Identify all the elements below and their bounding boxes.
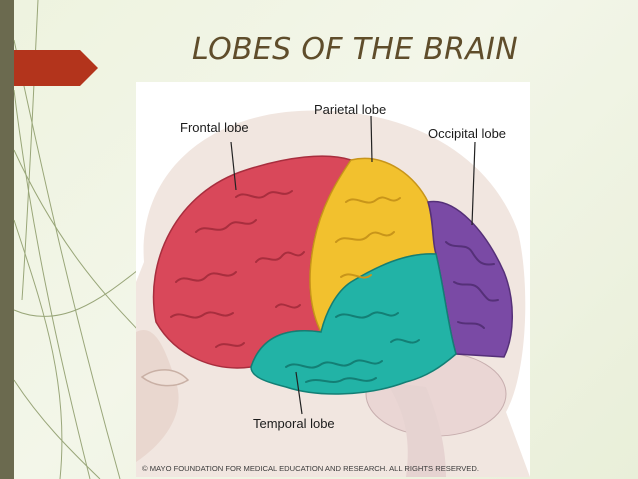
slide-title: LOBES OF THE BRAIN <box>192 32 518 67</box>
copyright-notice: © MAYO FOUNDATION FOR MEDICAL EDUCATION … <box>142 464 479 473</box>
label-temporal-lobe: Temporal lobe <box>253 416 335 431</box>
left-accent-bar <box>0 0 14 479</box>
title-arrow-marker <box>14 50 98 86</box>
label-frontal-lobe: Frontal lobe <box>180 120 249 135</box>
brain-diagram: Frontal lobe Parietal lobe Occipital lob… <box>136 82 530 477</box>
label-parietal-lobe: Parietal lobe <box>314 102 386 117</box>
label-occipital-lobe: Occipital lobe <box>428 126 506 141</box>
